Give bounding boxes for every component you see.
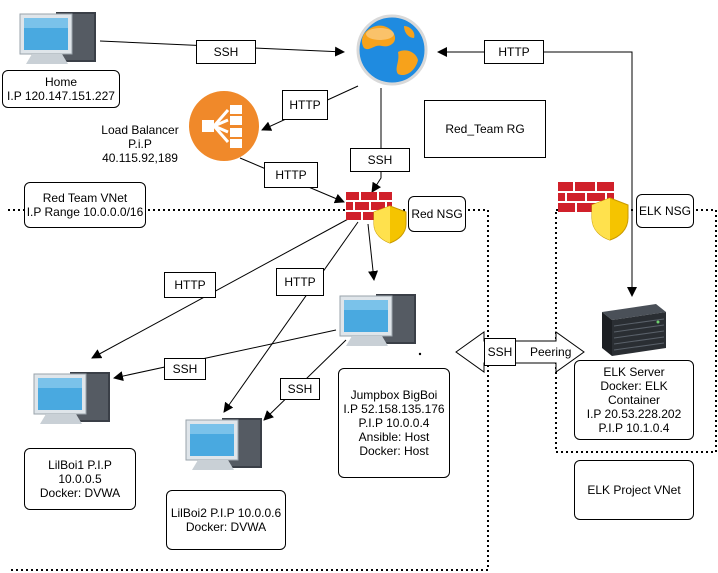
edge-firewall-lilboi1 (91, 217, 351, 359)
desktop-computer-icon (185, 418, 262, 470)
desktop-computer-icon (19, 12, 96, 64)
edge-label-firewall-lilboi2-http: HTTP (276, 268, 324, 296)
edge-label-elk-http: HTTP (484, 40, 544, 64)
firewall-icon (558, 182, 629, 241)
edge-label-home-ssh: SSH (196, 40, 256, 64)
elk-nsg-label: ELK NSG (636, 194, 694, 228)
edge-label-peering: Peering (530, 345, 572, 359)
firewall-icon (346, 192, 407, 244)
lilboi2-node-label: LilBoi2 P.I.P 10.0.0.6 Docker: DVWA (166, 490, 286, 550)
home-node-label: Home I.P 120.147.151.227 (2, 70, 120, 108)
edge-jumpbox-lilboi1 (113, 329, 337, 381)
edge-label-firewall-lilboi1-http: HTTP (164, 272, 216, 298)
edge-firewall-lilboi2 (223, 221, 359, 413)
red-team-vnet-boundary (8, 209, 489, 571)
stray-dot (418, 352, 422, 356)
globe-icon (356, 14, 428, 86)
server-rack-icon (602, 304, 666, 356)
desktop-computer-icon (339, 294, 416, 346)
jumpbox-node-label: Jumpbox BigBoi I.P 52.158.135.176 P.I.P … (338, 368, 450, 478)
edge-label-jumpbox-lilboi1-ssh: SSH (164, 358, 206, 380)
edge-label-internet-lb-http: HTTP (282, 90, 328, 120)
load-balancer-icon (189, 91, 259, 161)
edge-elk-internet (437, 47, 637, 297)
red-team-vnet-label: Red Team VNet I.P Range 10.0.0.0/16 (24, 182, 146, 228)
edge-internet-firewall (371, 88, 382, 193)
desktop-computer-icon (33, 372, 110, 424)
elk-vnet-label: ELK Project VNet (574, 460, 694, 520)
lilboi1-node-label: LilBoi1 P.I.P 10.0.0.5 Docker: DVWA (24, 448, 136, 510)
red-team-rg-label: Red_Team RG (424, 100, 546, 158)
elk-server-node-label: ELK Server Docker: ELK Container I.P 20.… (574, 360, 694, 440)
edge-label-jumpbox-lilboi2-ssh: SSH (280, 378, 320, 400)
edge-label-internet-firewall-ssh: SSH (350, 148, 410, 172)
red-nsg-label: Red NSG (408, 196, 466, 232)
edge-label-peering-ssh: SSH (484, 338, 516, 366)
edge-firewall-jumpbox (367, 223, 379, 281)
edge-label-lb-firewall-http: HTTP (264, 162, 318, 188)
load-balancer-node-label: Load Balancer P.i.P 40.115.92,189 (96, 118, 184, 170)
